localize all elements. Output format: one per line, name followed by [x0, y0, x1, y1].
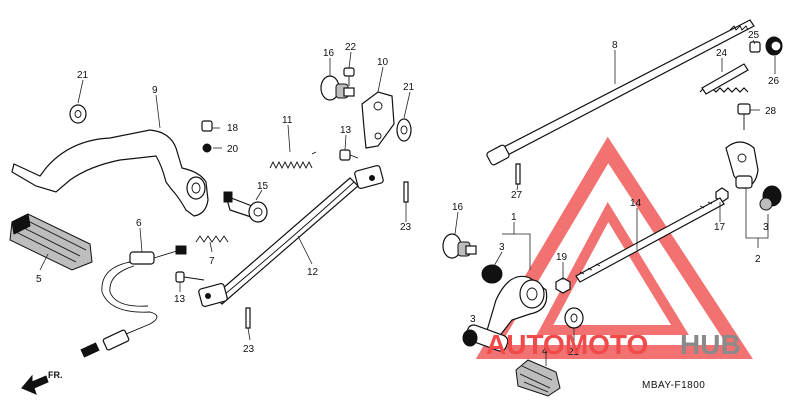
- part-number-16: 16: [323, 48, 335, 59]
- washer-21-left: [69, 104, 87, 124]
- pin-27: [515, 163, 521, 185]
- tie-rod-14: [575, 197, 725, 283]
- part-number-23: 23: [400, 222, 412, 233]
- shift-rod-8: [486, 19, 755, 166]
- part-number-10: 10: [377, 57, 389, 68]
- brake-pedal-9-pivot: [186, 176, 206, 200]
- diagram-code: MBAY-F1800: [642, 380, 705, 391]
- watermark-brand-red: AUTOMOTO: [486, 329, 648, 360]
- front-arrow-icon: [21, 374, 49, 395]
- part-number-3: 3: [499, 242, 505, 253]
- cap-nut-26: [765, 36, 783, 56]
- part-number-labels: 1 2 3 3 3 4 5 6 7 8 9 10 11 12 13 13 14 …: [36, 30, 780, 358]
- part-number-5: 5: [36, 274, 42, 285]
- part-number-14: 14: [630, 198, 642, 209]
- part-number-21: 21: [403, 82, 415, 93]
- part-number-12: 12: [307, 267, 319, 278]
- part-number-3: 3: [763, 222, 769, 233]
- bracket-10: [361, 91, 395, 149]
- washer-21-mid: [396, 118, 412, 142]
- brake-rod-12: [198, 165, 384, 307]
- part-number-4: 4: [542, 346, 548, 357]
- cotter-pin-23-lower: [245, 307, 251, 329]
- part-number-18: 18: [227, 123, 239, 134]
- part-number-15: 15: [257, 181, 269, 192]
- watermark-brand-grey: HUB: [680, 329, 741, 360]
- pivot-bolt-15: [223, 191, 268, 223]
- nut-19: [555, 277, 571, 294]
- bolt-18: [201, 120, 213, 132]
- part-number-9: 9: [152, 85, 158, 96]
- part-number-17: 17: [714, 222, 726, 233]
- part-number-25: 25: [748, 30, 760, 41]
- stud-16-lower: [442, 233, 477, 259]
- part-number-20: 20: [227, 144, 239, 155]
- part-number-21: 21: [77, 70, 89, 81]
- part-number-16: 16: [452, 202, 464, 213]
- part-number-19: 19: [556, 252, 568, 263]
- part-number-8: 8: [612, 40, 618, 51]
- part-number-3: 3: [470, 314, 476, 325]
- spring-11: [269, 151, 317, 170]
- part-number-2: 2: [755, 254, 761, 265]
- washer-21-mid-hole: [400, 125, 408, 135]
- watermark-outer-triangle: [475, 136, 753, 359]
- rod-joint-2: [725, 141, 759, 189]
- bolt-22: [343, 67, 355, 86]
- part-number-21: 21: [568, 347, 580, 358]
- part-number-11: 11: [282, 115, 293, 126]
- part-number-13: 13: [174, 294, 186, 305]
- washer-21-left-hole: [74, 110, 82, 118]
- part-number-26: 26: [768, 76, 780, 87]
- bolt-13-upper: [339, 149, 359, 161]
- nut-20: [202, 143, 212, 153]
- shift-arm-1: [481, 264, 548, 339]
- brake-switch-6: [80, 245, 187, 358]
- part-number-22: 22: [345, 42, 357, 53]
- part-number-27: 27: [511, 190, 523, 201]
- shift-rubber-4: [515, 359, 561, 397]
- part-number-24: 24: [716, 48, 728, 59]
- front-direction-indicator: FR.: [21, 370, 63, 395]
- leader-lines: [39, 39, 776, 366]
- collar-25: [749, 41, 761, 53]
- part-number-28: 28: [765, 106, 777, 117]
- bolt-13-lower: [175, 271, 205, 283]
- washer-21-lower: [564, 307, 584, 329]
- bolt-28: [737, 103, 751, 130]
- part-number-1: 1: [511, 212, 517, 223]
- watermark-logo: [475, 136, 753, 359]
- brake-pedal-9-pivot-hole: [191, 182, 201, 194]
- brake-pedal-9: [11, 129, 209, 217]
- cap-3-right: [759, 185, 782, 211]
- front-direction-label: FR.: [48, 370, 63, 380]
- spring-24-body: [701, 63, 749, 95]
- spring-7: [195, 235, 229, 243]
- part-number-13: 13: [340, 125, 352, 136]
- watermark-inner-triangle: [536, 201, 689, 335]
- part-number-7: 7: [209, 256, 215, 267]
- cotter-pin-23-upper: [403, 181, 409, 203]
- footrest-rubber-5: [9, 213, 93, 271]
- part-number-23: 23: [243, 344, 255, 355]
- stud-16-top: [320, 75, 355, 101]
- watermark-text: AUTOMOTO HUB: [486, 329, 741, 360]
- washer-21-lower-hole: [570, 313, 578, 323]
- part-number-6: 6: [136, 218, 142, 229]
- peg-3-lower: [462, 324, 509, 352]
